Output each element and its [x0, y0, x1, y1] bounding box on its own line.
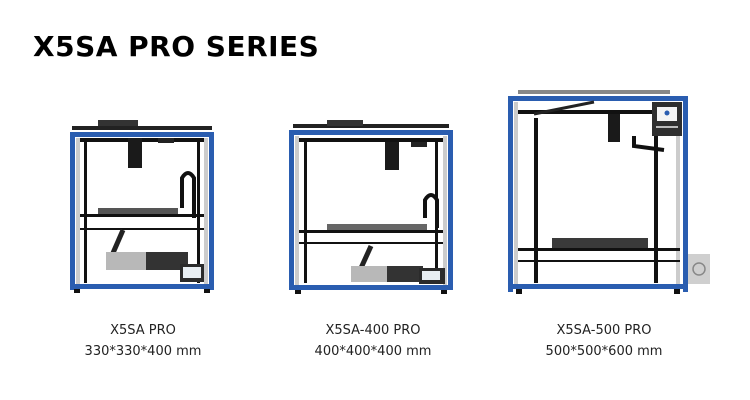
printer-image-x5sa-pro [68, 118, 216, 294]
product-dimensions: 500*500*600 mm [545, 344, 663, 359]
product-name: X5SA PRO [110, 323, 176, 338]
printer-image-x5sa-400-pro [287, 118, 455, 294]
product-dimensions: 400*400*400 mm [314, 344, 432, 359]
product-name: X5SA-500 PRO [556, 323, 652, 338]
page-title: X5SA PRO SERIES [33, 30, 320, 63]
printer-image-x5sa-500-pro [504, 88, 716, 296]
product-name: X5SA-400 PRO [325, 323, 421, 338]
product-caption-x5sa-pro: X5SA PRO 330*330*400 mm [58, 320, 228, 362]
product-caption-x5sa-400-pro: X5SA-400 PRO 400*400*400 mm [288, 320, 458, 362]
product-caption-x5sa-500-pro: X5SA-500 PRO 500*500*600 mm [514, 320, 694, 362]
product-dimensions: 330*330*400 mm [84, 344, 202, 359]
